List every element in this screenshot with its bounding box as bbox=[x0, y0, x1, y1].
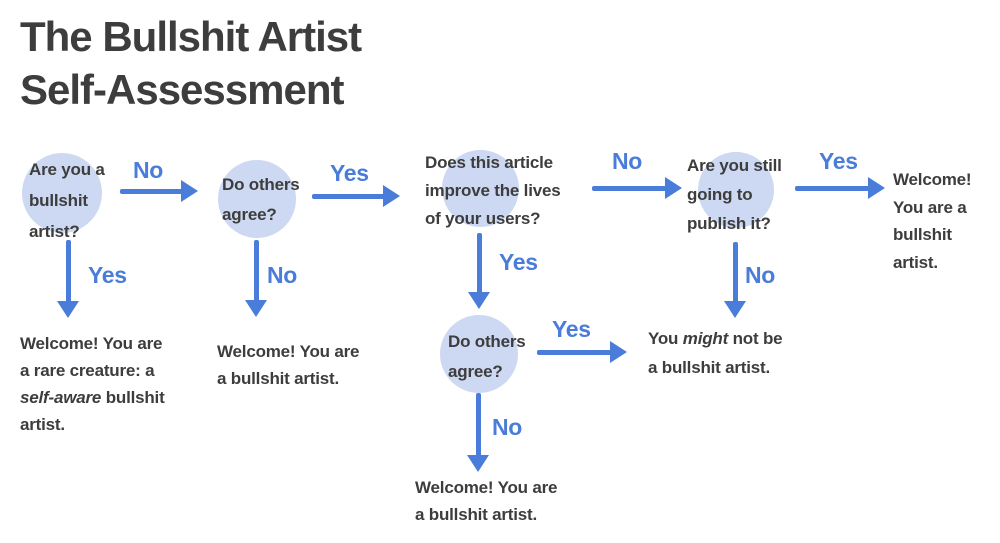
node-q3-circle bbox=[442, 150, 519, 227]
arrow-q4-to-might-not bbox=[724, 242, 746, 318]
outcome-bullshit-bottom-line2: a bullshit artist. bbox=[415, 505, 538, 524]
outcome-self-aware-line2: a rare creature: a bbox=[20, 361, 155, 380]
node-q4-circle bbox=[698, 152, 774, 228]
node-q1-line3: artist? bbox=[29, 222, 80, 241]
node-q3-text: Does this article improve the lives of y… bbox=[425, 149, 561, 233]
label-q1-no: No bbox=[133, 157, 164, 183]
node-q2-line2: agree? bbox=[222, 205, 277, 224]
node-q3-line2: improve the lives bbox=[425, 181, 561, 200]
arrow-q5-to-bullshit-bottom bbox=[467, 393, 489, 472]
arrow-q3-to-q5 bbox=[468, 233, 490, 309]
page-title-line2: Self-Assessment bbox=[20, 66, 344, 113]
node-q2-line1: Do others bbox=[222, 175, 300, 194]
node-q1-circle bbox=[22, 153, 102, 233]
label-q1-yes: Yes bbox=[88, 262, 127, 288]
outcome-bullshit-left-line2: a bullshit artist. bbox=[217, 369, 340, 388]
node-q5-circle bbox=[440, 315, 518, 393]
node-q4-line2: going to bbox=[687, 185, 753, 204]
outcome-self-aware-line4: artist. bbox=[20, 415, 65, 434]
node-q5-line1: Do others bbox=[448, 332, 526, 351]
label-q3-yes: Yes bbox=[499, 249, 538, 275]
outcome-bullshit-right-line4: artist. bbox=[893, 252, 938, 272]
outcome-self-aware-line3: self-aware bullshit bbox=[20, 384, 165, 411]
outcome-bullshit-bottom-line1: Welcome! You are bbox=[415, 478, 558, 497]
outcome-bullshit-left: Welcome! You are a bullshit artist. bbox=[217, 338, 359, 392]
label-q2-no: No bbox=[267, 262, 298, 288]
node-q1-text: Are you a bullshit artist? bbox=[29, 154, 105, 247]
node-q4-line3: publish it? bbox=[687, 214, 771, 233]
node-q5-line2: agree? bbox=[448, 362, 503, 381]
page-title: The Bullshit Artist Self-Assessment bbox=[20, 10, 362, 116]
outcome-bullshit-right: Welcome! You are a bullshit artist. bbox=[893, 166, 972, 276]
outcome-self-aware-italic: self-aware bbox=[20, 388, 102, 407]
arrow-q1-to-self-aware bbox=[57, 240, 79, 318]
arrow-q2-to-q3 bbox=[312, 185, 400, 207]
outcome-might-not-rest: not be bbox=[728, 329, 783, 348]
label-q5-yes: Yes bbox=[552, 316, 591, 342]
node-q1-line1: Are you a bbox=[29, 160, 105, 179]
arrow-q4-to-bullshit-right bbox=[795, 177, 885, 199]
outcome-self-aware-line3-rest: bullshit bbox=[101, 388, 165, 407]
outcome-bullshit-bottom: Welcome! You are a bullshit artist. bbox=[415, 474, 557, 528]
arrow-q1-to-q2 bbox=[120, 180, 198, 202]
node-q4-text: Are you still going to publish it? bbox=[687, 151, 782, 238]
arrow-q5-to-might-not bbox=[537, 341, 627, 363]
outcome-might-not: You might not be a bullshit artist. bbox=[648, 324, 783, 382]
outcome-self-aware: Welcome! You are a rare creature: a self… bbox=[20, 330, 165, 438]
outcome-bullshit-right-line2: You are a bbox=[893, 197, 967, 217]
outcome-might-not-italic: might bbox=[682, 329, 729, 348]
node-q4-line1: Are you still bbox=[687, 156, 782, 175]
arrow-q3-to-q4 bbox=[592, 177, 682, 199]
label-q4-yes: Yes bbox=[819, 148, 858, 174]
arrow-q2-to-bullshit-left bbox=[245, 240, 267, 317]
label-q2-yes: Yes bbox=[330, 160, 369, 186]
label-q3-no: No bbox=[612, 148, 643, 174]
outcome-might-not-pre: You bbox=[648, 329, 683, 348]
node-q3-line1: Does this article bbox=[425, 153, 553, 172]
label-q5-no: No bbox=[492, 414, 523, 440]
page-title-line1: The Bullshit Artist bbox=[20, 13, 362, 60]
node-q5-text: Do others agree? bbox=[448, 327, 526, 387]
label-q4-no: No bbox=[745, 262, 776, 288]
node-q2-text: Do others agree? bbox=[222, 170, 300, 230]
outcome-bullshit-right-line1: Welcome! bbox=[893, 170, 972, 189]
outcome-might-not-line1: You might not be bbox=[648, 324, 783, 353]
outcome-bullshit-right-line3: bullshit bbox=[893, 225, 952, 244]
outcome-bullshit-left-line1: Welcome! You are bbox=[217, 342, 360, 361]
outcome-might-not-line2: a bullshit artist. bbox=[648, 358, 771, 377]
node-q2-circle bbox=[218, 160, 296, 238]
outcome-self-aware-line1: Welcome! You are bbox=[20, 334, 163, 353]
node-q1-line2: bullshit bbox=[29, 191, 88, 210]
node-q3-line3: of your users? bbox=[425, 209, 541, 228]
